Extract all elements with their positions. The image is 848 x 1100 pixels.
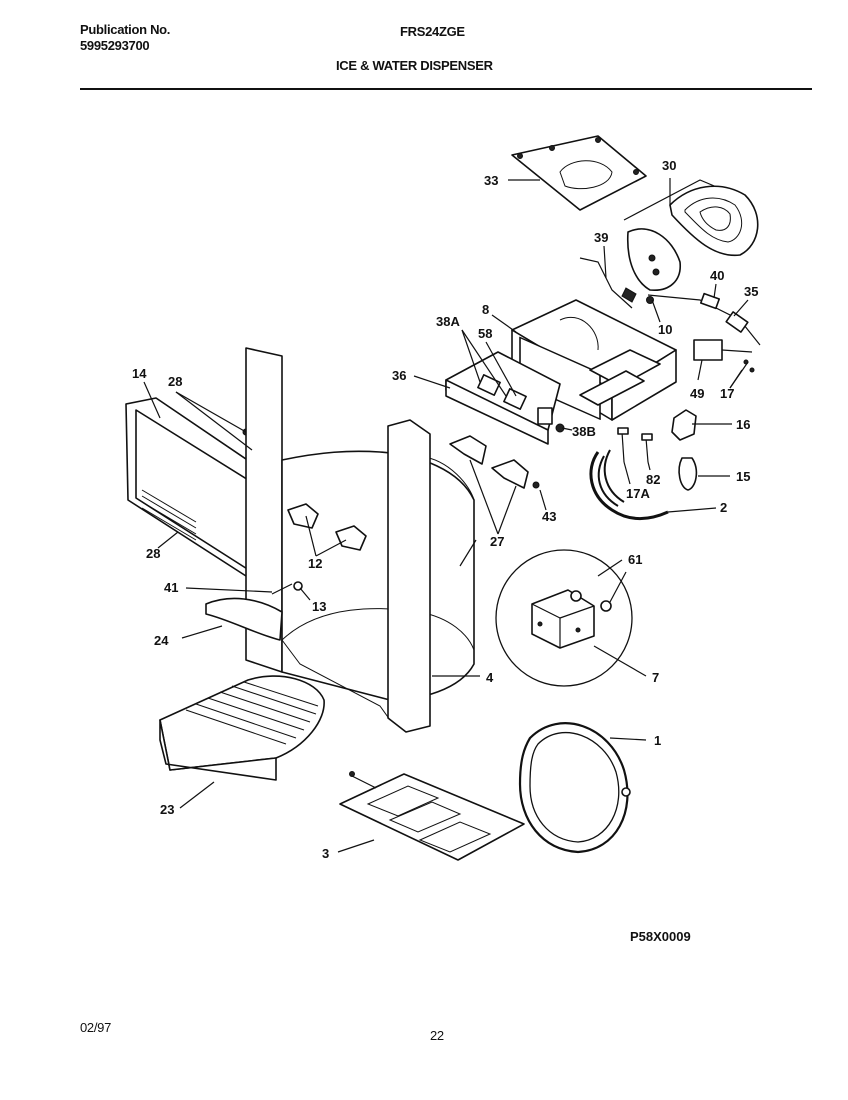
callout-58: 58: [478, 326, 492, 341]
callout-36: 36: [392, 368, 406, 383]
callout-2: 2: [720, 500, 727, 515]
callout-7: 7: [652, 670, 659, 685]
callout-39: 39: [594, 230, 608, 245]
callout-49: 49: [690, 386, 704, 401]
publication-number: 5995293700: [80, 38, 150, 53]
part-3-heater-pad: [339, 771, 525, 861]
section-title: ICE & WATER DISPENSER: [336, 58, 493, 73]
part-39-door-assembly: [579, 228, 761, 346]
callout-16: 16: [736, 417, 750, 432]
callout-61: 61: [628, 552, 642, 567]
callout-40: 40: [710, 268, 724, 283]
header-rule: [80, 88, 812, 90]
callout-10: 10: [658, 322, 672, 337]
callout-13: 13: [312, 599, 326, 614]
callout-41: 41: [164, 580, 178, 595]
part-8-main-bracket: [511, 299, 677, 421]
callout-38A: 38A: [436, 314, 460, 329]
callout-43: 43: [542, 509, 556, 524]
model-number: FRS24ZGE: [400, 24, 465, 39]
callout-33: 33: [484, 173, 498, 188]
callout-8: 8: [482, 302, 489, 317]
leader-lines: [143, 178, 749, 853]
callout-15: 15: [736, 469, 750, 484]
publication-label: Publication No.: [80, 22, 171, 37]
callout-23: 23: [160, 802, 174, 817]
callout-labels: 33 30 39 40 35 8 38A 58 10 36 49 17 16 3…: [132, 158, 758, 944]
callout-17A: 17A: [626, 486, 650, 501]
part-7-microswitch-detail: [495, 549, 633, 687]
part-17A-screw: [617, 427, 629, 463]
page-number: 22: [430, 1028, 444, 1043]
callout-1: 1: [654, 733, 661, 748]
part-1-gasket: [518, 722, 631, 854]
footer-date: 02/97: [80, 1020, 112, 1035]
callout-24: 24: [154, 633, 169, 648]
part-30-door-housing: [623, 179, 759, 257]
callout-28-top: 28: [168, 374, 182, 389]
callout-27: 27: [490, 534, 504, 549]
part-16-socket: [671, 409, 697, 441]
callout-14: 14: [132, 366, 147, 381]
callout-12: 12: [308, 556, 322, 571]
callout-82: 82: [646, 472, 660, 487]
callout-4: 4: [486, 670, 494, 685]
part-23-drip-tray: [159, 675, 325, 781]
part-27-paddles: [449, 435, 540, 489]
part-4-dispenser-housing: [245, 347, 475, 733]
callout-3: 3: [322, 846, 329, 861]
drawing-code: P58X0009: [630, 929, 691, 944]
part-24-chute-flap: [205, 581, 303, 641]
part-33-bracket-plate: [511, 135, 647, 211]
part-15-bulb: [678, 457, 698, 491]
callout-30: 30: [662, 158, 676, 173]
callout-35: 35: [744, 284, 758, 299]
part-82-screw: [641, 433, 653, 463]
callout-17: 17: [720, 386, 734, 401]
callout-38B: 38B: [572, 424, 596, 439]
part-2-wire-harness: [589, 449, 669, 520]
callout-28-bottom: 28: [146, 546, 160, 561]
